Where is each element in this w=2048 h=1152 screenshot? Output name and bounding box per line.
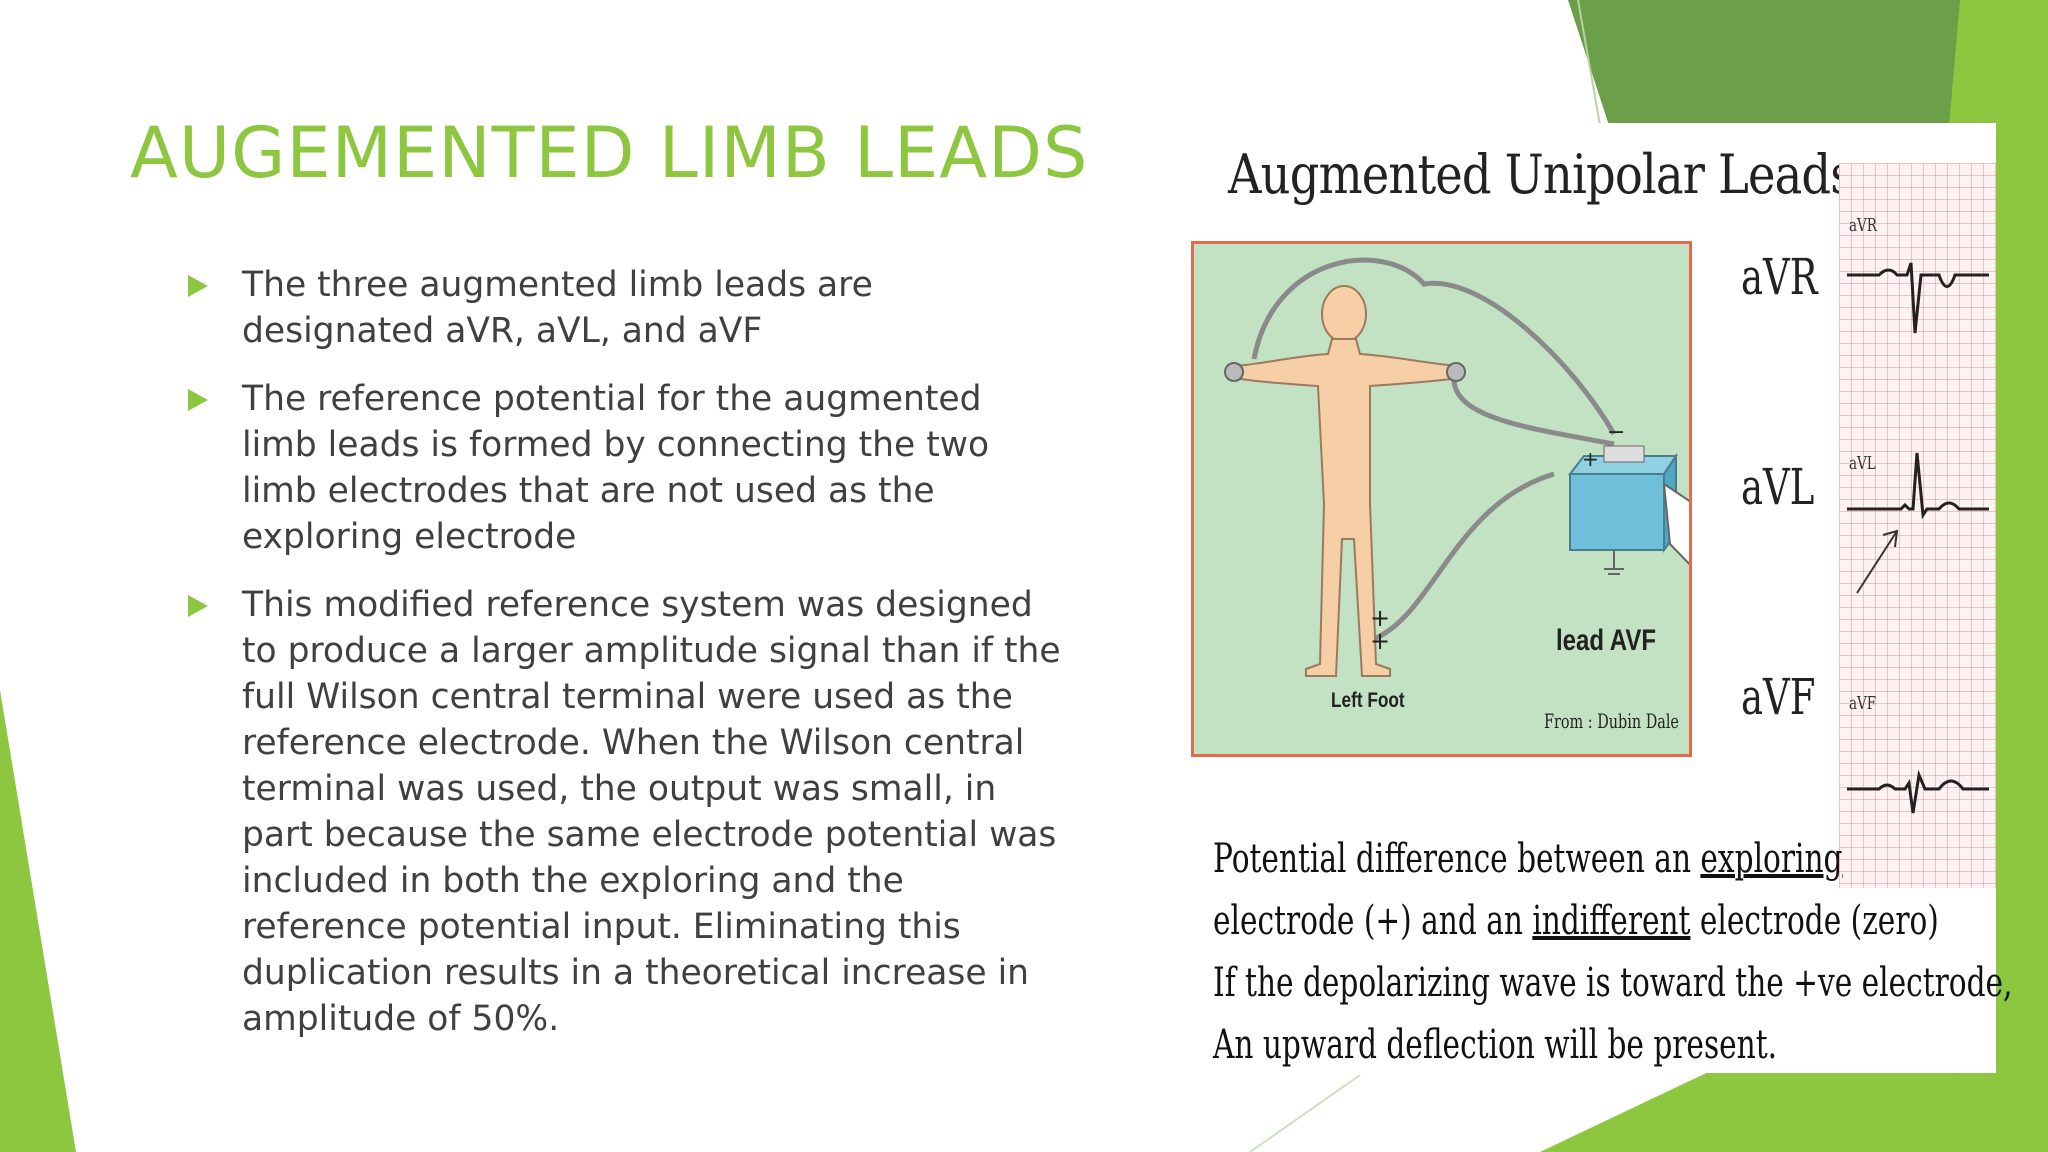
foot-plus-sign: + — [1370, 604, 1390, 632]
figure-credit: From : Dubin Dale — [1544, 709, 1679, 733]
left-hand-electrode — [1446, 362, 1466, 382]
box-minus-sign: − — [1607, 420, 1625, 445]
triangle-bullet-icon — [188, 275, 208, 297]
bullet-item: The three augmented limb leads are desig… — [185, 262, 1065, 354]
foot-plus-sign: + — [1370, 627, 1390, 655]
wire-left-arm — [1451, 378, 1615, 447]
avl-trace — [1847, 452, 1989, 520]
left-foot-label: Left Foot — [1331, 689, 1405, 712]
caption-text: electrode (+) and an — [1213, 898, 1533, 944]
lead-label-avr: aVR — [1741, 248, 1818, 306]
bullet-item: This modified reference system was desig… — [185, 582, 1065, 1042]
box-plus-sign: + — [1582, 447, 1599, 471]
right-bottom-triangle — [1540, 1000, 2048, 1152]
bullet-list: The three augmented limb leads are desig… — [185, 262, 1065, 1064]
avl-arrow — [1856, 529, 1899, 594]
diagram-illustration: + + − + — [1224, 257, 1689, 677]
triangle-bullet-icon — [188, 595, 208, 617]
human-figure — [1233, 285, 1460, 677]
bullet-item: The reference potential for the augmente… — [185, 376, 1065, 560]
caption-text: Potential difference between an — [1213, 836, 1701, 882]
caption-line: Potential difference between an explorin… — [1213, 828, 1842, 890]
ecg-label-avr: aVR — [1849, 215, 1877, 236]
lead-avf-label: lead AVF — [1556, 624, 1657, 657]
galvanometer-box — [1567, 445, 1689, 575]
ecg-traces — [1847, 262, 1989, 814]
caption-underlined: exploring — [1700, 836, 1843, 882]
lead-label-avf: aVF — [1741, 668, 1816, 726]
body-electrode-diagram: + + − + lead AVF Left Foot From : Dubin … — [1191, 241, 1692, 757]
bullet-text: The reference potential for the augmente… — [242, 379, 990, 557]
caption-line: If the depolarizing wave is toward the +… — [1213, 960, 2013, 1006]
caption-underlined: indifferent — [1532, 898, 1691, 944]
ecg-label-avl: aVL — [1849, 453, 1876, 474]
avr-trace — [1847, 262, 1989, 334]
bullet-text: This modified reference system was desig… — [242, 585, 1061, 1039]
right-hand-electrode — [1224, 362, 1244, 382]
caption-line: electrode (+) and an indifferent electro… — [1213, 890, 1939, 952]
figure-title: Augmented Unipolar Leads — [1228, 143, 1854, 206]
bullet-text: The three augmented limb leads are desig… — [242, 265, 873, 351]
ecg-strip: aVR aVL aVF — [1839, 163, 1996, 888]
decor-line — [1577, 0, 1601, 126]
caption-line: An upward deflection will be present. — [1213, 1022, 1778, 1068]
augmented-leads-figure: Augmented Unipolar Leads + + — [1173, 123, 2013, 1076]
avf-trace — [1847, 769, 1989, 814]
triangle-bullet-icon — [188, 389, 208, 411]
wire-left-foot — [1373, 471, 1555, 642]
lead-label-avl: aVL — [1741, 458, 1815, 516]
wire-right-arm — [1251, 257, 1617, 436]
caption-text: electrode (zero) — [1690, 898, 1939, 944]
slide-title: AUGEMENTED LIMB LEADS — [130, 112, 1089, 194]
decor-line — [1249, 1074, 1361, 1152]
left-edge-triangle — [0, 690, 76, 1152]
figure-caption: Potential difference between an explorin… — [1213, 828, 2013, 1076]
ecg-label-avf: aVF — [1849, 693, 1877, 714]
